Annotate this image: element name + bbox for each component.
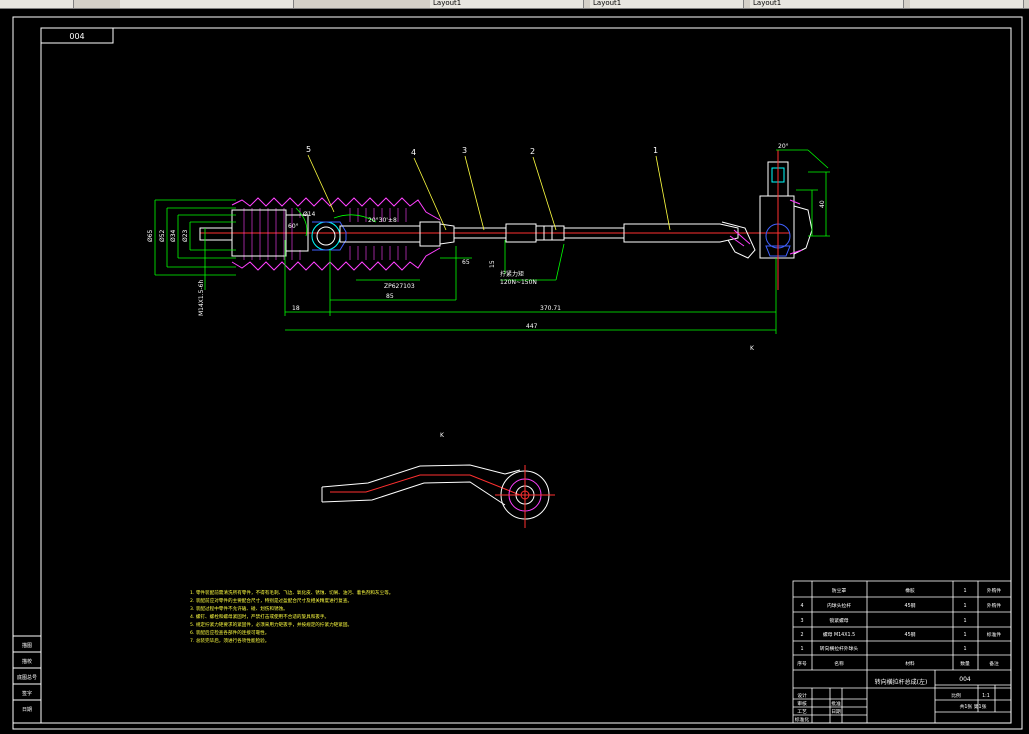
view-k-label: K: [440, 432, 445, 439]
dim-thread: M14X1.5-6h: [198, 280, 205, 316]
cad-drawing-canvas[interactable]: 004 描图 描校 底图总号 签字 日期: [0, 9, 1029, 734]
bom-header-material: 材料: [905, 660, 915, 667]
dim-d447: 447: [526, 323, 538, 330]
left-binding-strip: [12, 635, 42, 724]
role-process: 工艺: [797, 709, 807, 715]
dim-d14: Ø14: [303, 211, 316, 218]
note-2: 2. 装配前应对零件的主要配合尺寸，特别是过盈配合尺寸及相关精度进行复查。: [190, 597, 352, 604]
sheet-border: [12, 16, 1023, 730]
callout-5: 5: [306, 145, 311, 154]
frame-label-box: [40, 27, 114, 44]
bom-row-2-name: 螺母 M14X1.5: [823, 631, 855, 638]
strip-label-4: 签字: [22, 690, 32, 697]
bom-header-note: 备注: [989, 660, 999, 667]
callout-2: 2: [530, 147, 535, 156]
bom-row-2-qty: 1: [963, 632, 966, 638]
drawing-title: 转向横拉杆总成(左): [875, 678, 928, 686]
dim-d65b: 65: [462, 259, 470, 266]
bom-header-name: 名称: [834, 660, 844, 667]
bom-row-3-name: 锁紧螺母: [829, 617, 848, 624]
frame-border: [40, 27, 1012, 724]
dim-angle-top: 20°30'±8: [368, 217, 397, 224]
tie-rod-assembly: [154, 149, 830, 334]
callout-leaders: [307, 154, 671, 231]
note-5: 5. 规定拧紧力矩要求的紧固件，必须采用力矩扳手，并按规定的拧紧力矩紧固。: [190, 621, 352, 628]
bom-row-4-material: 45钢: [905, 602, 916, 609]
note-3: 3. 装配过程中零件不允许磕、碰、划伤和锈蚀。: [190, 605, 288, 612]
role-review: 审核: [797, 700, 807, 707]
bom-row-5-qty: 1: [963, 588, 966, 594]
note-1: 1. 零件装配前需清洗所有零件，不得有毛刺、飞边、氧化皮、锈蚀、切屑、油污、着色…: [190, 589, 393, 596]
dim-d23: Ø23: [182, 229, 189, 242]
scale-label: 比例: [951, 692, 961, 699]
dust-boot: [231, 197, 441, 271]
tab-model[interactable]: [910, 0, 1024, 8]
tab-layout-1[interactable]: Layout1: [430, 0, 584, 8]
side-view-k: [321, 464, 555, 528]
view-k-arrow: K: [750, 345, 755, 352]
role-design: 设计: [797, 692, 807, 699]
strip-label-1: 描图: [22, 642, 32, 649]
boot-hatching: [243, 208, 407, 260]
dim-angle60: 60°: [288, 223, 299, 230]
bom-header-no: 序号: [797, 660, 807, 667]
callout-3: 3: [462, 146, 467, 155]
drawing-number: 004: [959, 676, 971, 683]
note-4: 4. 螺钉、螺栓和螺母紧固时，严禁打击或使用不合适的旋具和扳手。: [190, 613, 329, 620]
bom-row-1-no: 1: [800, 646, 803, 652]
frame-label: 004: [69, 32, 84, 41]
outer-ball-joint: [721, 150, 813, 290]
bom-row-4-name: 内球头拉杆: [827, 602, 851, 609]
role-approve: 批准: [831, 700, 841, 707]
dim-d34: Ø34: [170, 229, 177, 242]
tab-layout-2[interactable]: Layout1: [590, 0, 744, 8]
tab-blank[interactable]: [120, 0, 294, 8]
strip-label-2: 描校: [22, 658, 32, 665]
bom-row-3-qty: 1: [963, 618, 966, 624]
layout-tab-bar: Layout1 Layout1 Layout1: [0, 0, 1029, 9]
bom-row-1-name: 转向横拉杆外球头: [820, 645, 859, 652]
adjusting-rod: [453, 223, 739, 243]
dim-d52: Ø52: [159, 229, 166, 242]
dim-angle20: 20°: [778, 143, 789, 150]
role-standard: 标准化: [795, 716, 810, 723]
dim-spec1: ZP627103: [384, 283, 415, 290]
note-7: 7. 总装完毕后，须进行各项性能检验。: [190, 637, 269, 644]
dim-d18: 18: [292, 305, 300, 312]
callout-4: 4: [411, 148, 416, 157]
bom-row-2-no: 2: [800, 632, 803, 638]
strip-label-5: 日期: [22, 707, 32, 713]
bom-row-1-qty: 1: [963, 646, 966, 652]
bom-row-3-no: 3: [800, 618, 803, 624]
bom-row-4-note: 外购件: [987, 602, 1002, 609]
dimension-lines: [154, 149, 830, 334]
bom-row-4-no: 4: [800, 603, 803, 609]
bom-row-4-qty: 1: [963, 603, 966, 609]
bom-row-2-note: 标准件: [987, 631, 1002, 638]
role-date: 日期: [831, 709, 841, 715]
dim-d15: 15: [489, 260, 496, 268]
dim-d40: 40: [819, 200, 826, 208]
dim-torque: 拧紧力矩: [500, 270, 524, 278]
toolbar-icons[interactable]: [0, 0, 74, 8]
dim-spec2: 120N~150N: [500, 279, 537, 286]
scale-value: 1:1: [982, 693, 990, 699]
rack-end: [199, 209, 287, 257]
bom-header-qty: 数量: [960, 660, 970, 667]
note-6: 6. 装配后应检查各部件的连接可靠性。: [190, 629, 269, 636]
strip-label-3: 底图总号: [17, 674, 37, 681]
tab-layout-3[interactable]: Layout1: [750, 0, 904, 8]
dim-d3707: 370.71: [540, 305, 561, 312]
bom-row-5-name: 防尘罩: [832, 587, 847, 594]
bom-row-2-material: 45钢: [905, 631, 916, 638]
sheet-count: 共1张 第1张: [960, 703, 987, 710]
bom-row-5-material: 橡胶: [905, 587, 915, 594]
dim-d85: 85: [386, 293, 394, 300]
bom-row-5-note: 外购件: [987, 587, 1002, 594]
callout-1: 1: [653, 146, 658, 155]
title-block: [792, 580, 1012, 724]
dim-d65: Ø65: [147, 229, 154, 242]
